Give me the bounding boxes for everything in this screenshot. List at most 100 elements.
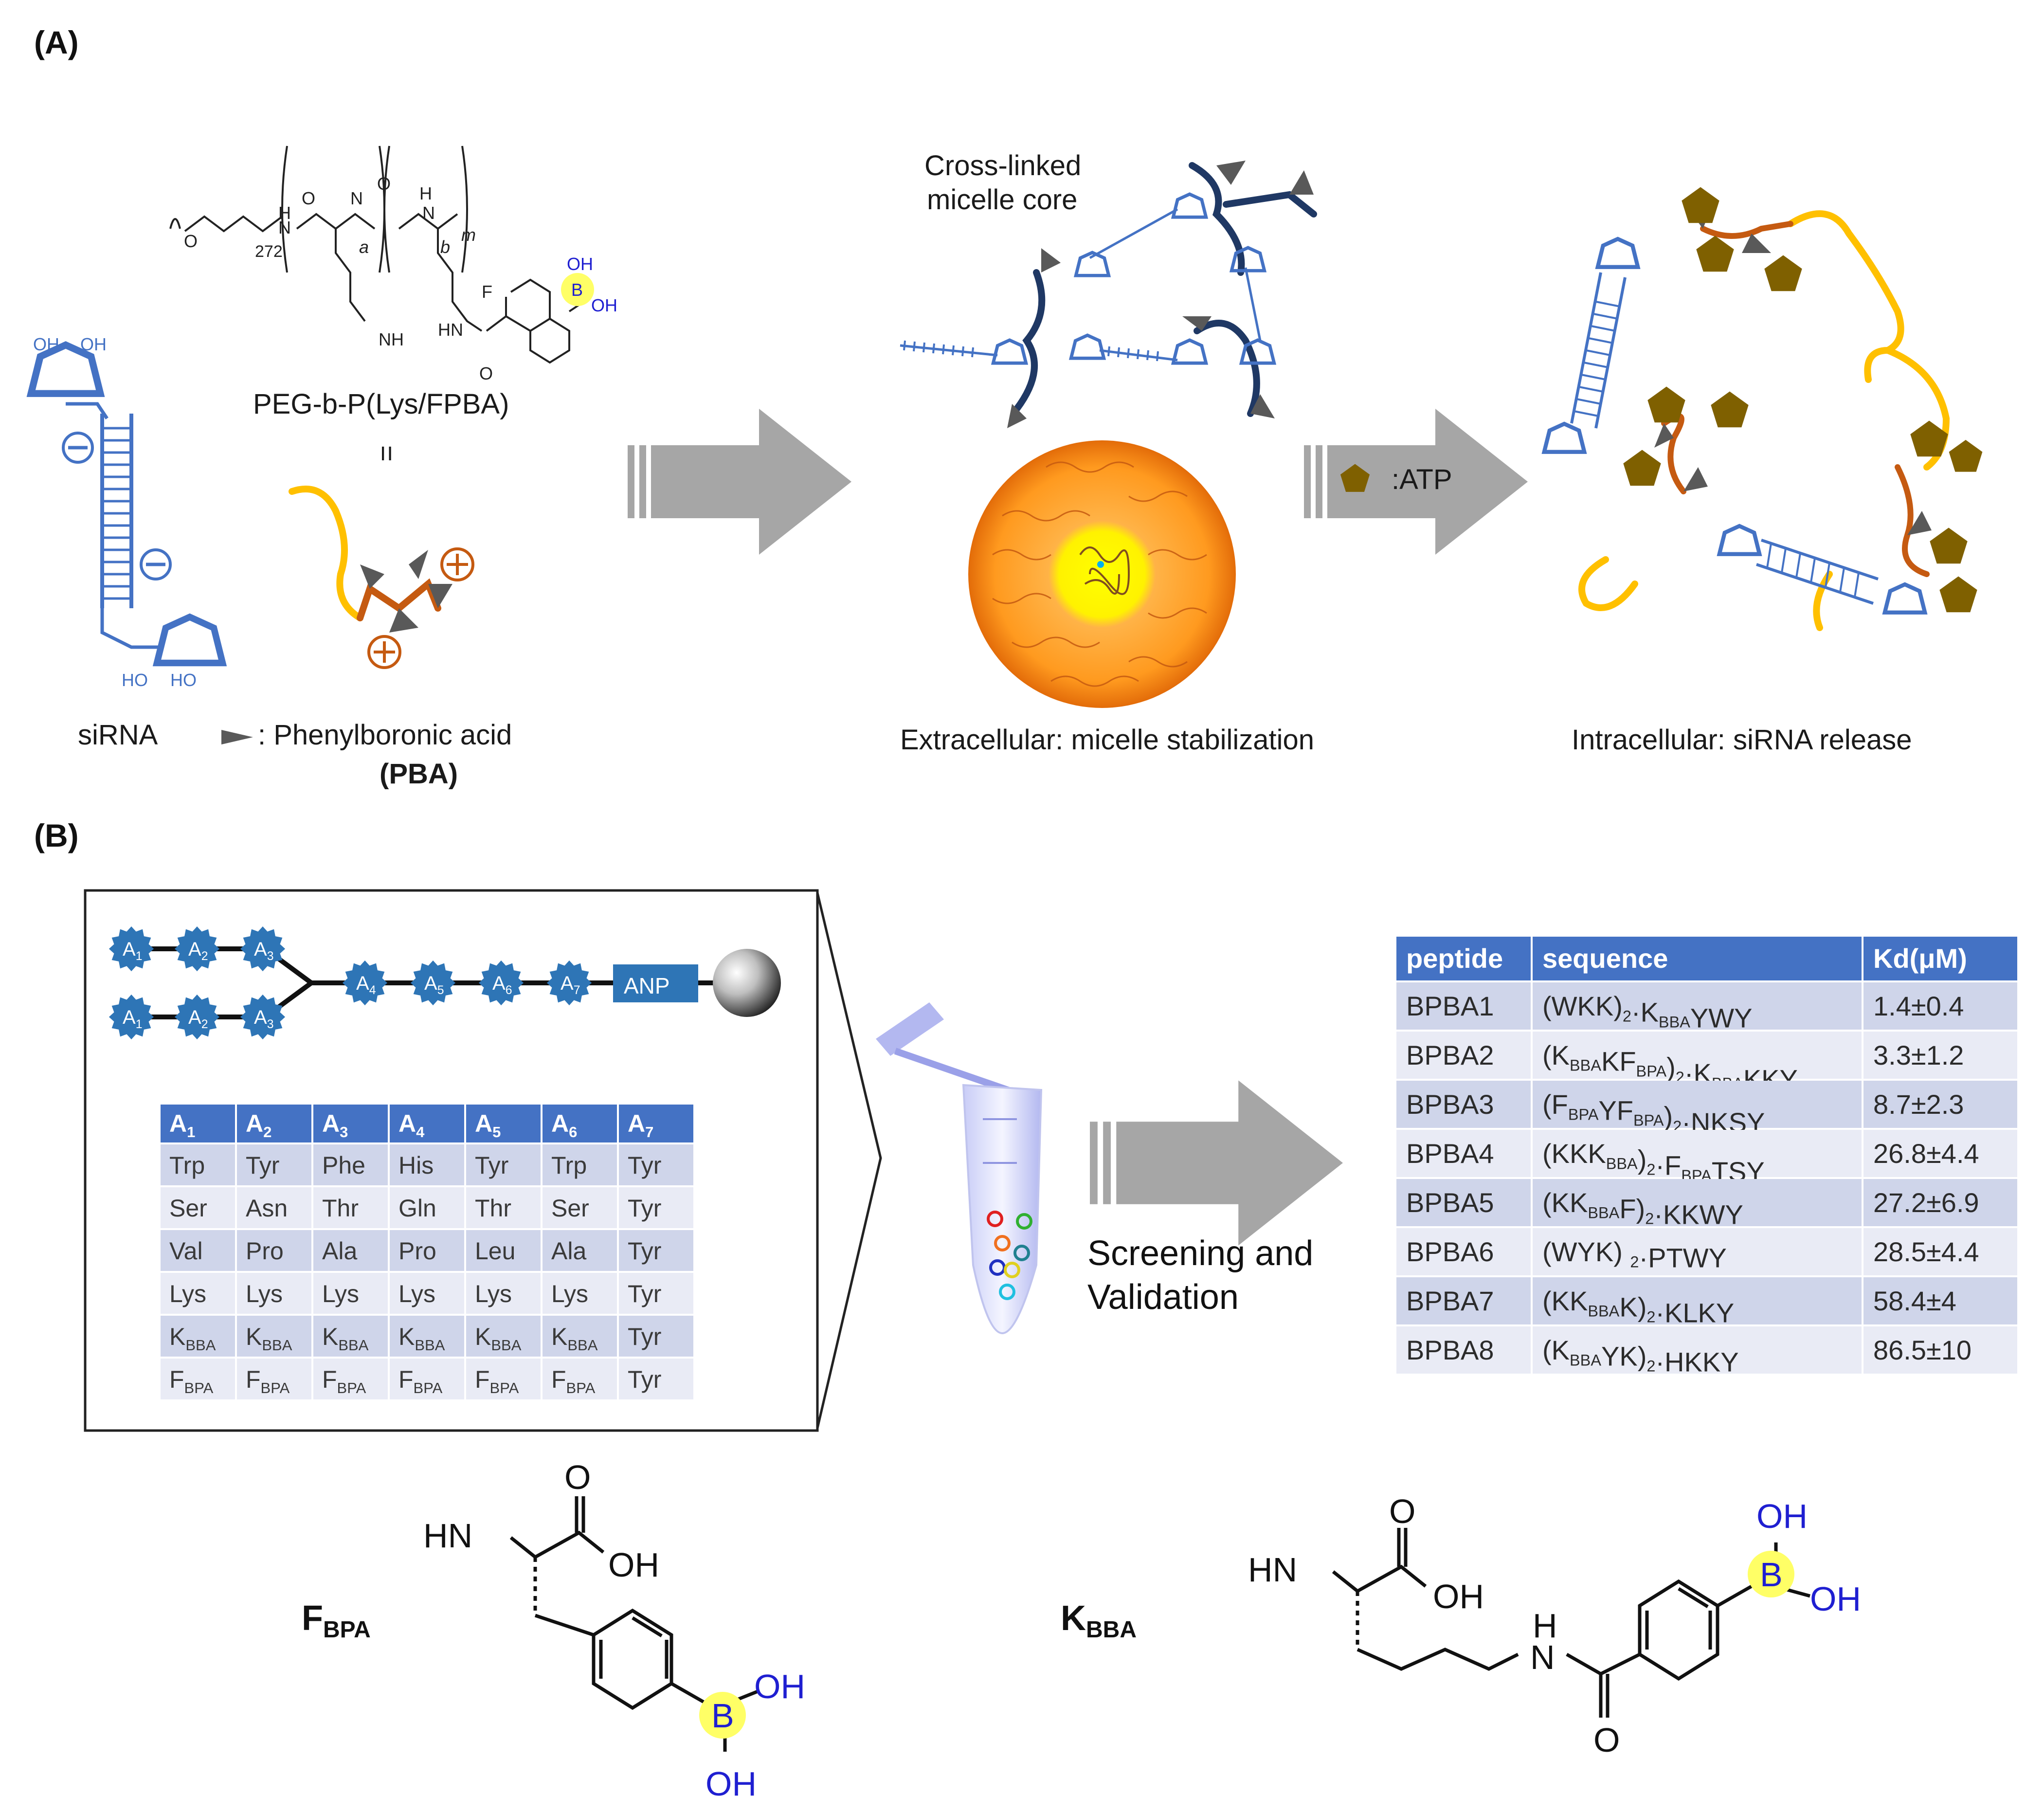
peptide-bead: A2 [174,926,220,972]
screen-label-line1: Screening and [1087,1234,1313,1273]
library-cell [161,1316,235,1357]
library-cell [237,1316,311,1357]
library-cell-text: Lys [322,1280,359,1307]
bead-label: A2 [188,939,208,963]
extracellular-caption: Extracellular: micelle stabilization [900,724,1314,756]
library-cell [619,1230,693,1271]
polymer-cartoon [289,486,474,669]
fbpa-label: FBPA [302,1599,371,1643]
results-header-cell [1396,937,1531,980]
library-cell [313,1144,388,1185]
svg-text:OH: OH [80,334,107,354]
library-header-text: A5 [475,1110,501,1141]
polymer-oh-top: OH [567,254,593,274]
svg-text:HN: HN [438,320,463,340]
results-kd-text: 58.4±4 [1873,1286,1956,1316]
svg-text:O: O [479,363,493,383]
library-cell-text: KBBA [475,1323,522,1354]
kbba-label: KBBA [1061,1599,1137,1643]
library-cell [543,1230,617,1271]
fbpa-oh-2: OH [705,1765,757,1803]
library-header-text: A6 [551,1110,577,1141]
library-cell [237,1359,311,1399]
fbpa-h2n: HN [423,1517,472,1555]
library-header-text: A7 [628,1110,653,1141]
anp-label: ANP [624,973,670,998]
svg-text:b: b [440,237,450,257]
panel-b-label: (B) [34,817,79,853]
results-cell [1396,1228,1531,1275]
micelle [968,440,1236,708]
library-header-text: A4 [398,1110,425,1141]
library-cell [466,1144,541,1185]
library-header-cell [619,1105,693,1142]
svg-text:N: N [278,218,291,237]
results-cell [1863,1179,2017,1226]
resin-bead [713,949,781,1017]
polymer-equals: = [371,445,402,462]
polymer-atoms: O 272 N H O N O H N a b m NH HN F O [184,174,493,383]
library-cell-text: Leu [475,1237,515,1265]
library-cell-text: KBBA [551,1323,598,1354]
peptide-bead: A4 [342,960,388,1006]
boron-highlight [561,273,594,306]
library-cell [237,1144,311,1185]
svg-text:m: m [461,225,476,245]
svg-text:O: O [302,188,315,208]
results-cell [1396,1179,1531,1226]
results-header-text: Kd(μM) [1873,943,1967,974]
library-cell [390,1230,464,1271]
kbba-o-bottom: O [1593,1721,1620,1759]
results-cell [1863,1277,2017,1324]
results-kd-text: 28.5±4.4 [1873,1236,1979,1267]
library-cell [313,1359,388,1399]
polymer-name: PEG-b-P(Lys/FPBA) [253,388,509,420]
library-cell-text: FBPA [246,1366,290,1396]
svg-text:H: H [278,203,291,223]
pba-legend: : Phenylboronic acid [258,719,512,751]
results-sequence-text: (KBBAYK)2·HKKY [1542,1335,1739,1378]
svg-text:N: N [422,203,435,223]
svg-text:F: F [482,282,492,302]
intracellular-caption: Intracellular: siRNA release [1572,724,1912,756]
results-peptide-text: BPBA4 [1406,1138,1494,1169]
library-cell-text: KBBA [398,1323,445,1354]
library-cell [313,1230,388,1271]
fbpa-oh: OH [608,1546,659,1584]
kbba-n: N [1530,1638,1555,1676]
core-label-line2: micelle core [927,184,1077,216]
library-cell-text: Lys [551,1280,588,1307]
library-cell [390,1144,464,1185]
sirna-diagram: OH OH HO HO [31,334,223,690]
library-cell-text: Lys [246,1280,283,1307]
library-cell-text: KBBA [322,1323,369,1354]
library-cell-text: Lys [475,1280,512,1307]
results-sequence-text: (WKK)2·KBBAYWY [1542,991,1752,1033]
arrow-assembly [628,409,851,555]
library-cell [619,1187,693,1228]
library-header-text: A1 [169,1110,195,1141]
library-header-cell [237,1105,311,1142]
bead-label: A4 [356,973,376,997]
library-cell-text: Ala [551,1237,586,1265]
results-sequence-text: (KKBBAK)2·KLKY [1542,1286,1734,1328]
library-cell-text: Pro [246,1237,284,1265]
bead-label: A7 [561,973,580,997]
library-cell [237,1230,311,1271]
results-cell [1396,1032,1531,1079]
fbpa-structure [509,1496,760,1752]
library-cell [619,1144,693,1185]
kbba-oh: OH [1433,1577,1484,1615]
atp-label: :ATP [1392,464,1452,495]
library-header-cell [466,1105,541,1142]
svg-text:272: 272 [255,242,283,261]
results-cell [1396,1277,1531,1324]
library-cell-text: KBBA [246,1323,292,1354]
polymer-boron: B [571,280,583,300]
library-cell [466,1316,541,1357]
peptide-bead: A6 [478,960,524,1006]
library-cell-text: Tyr [628,1195,661,1222]
results-peptide-text: BPBA3 [1406,1089,1494,1120]
